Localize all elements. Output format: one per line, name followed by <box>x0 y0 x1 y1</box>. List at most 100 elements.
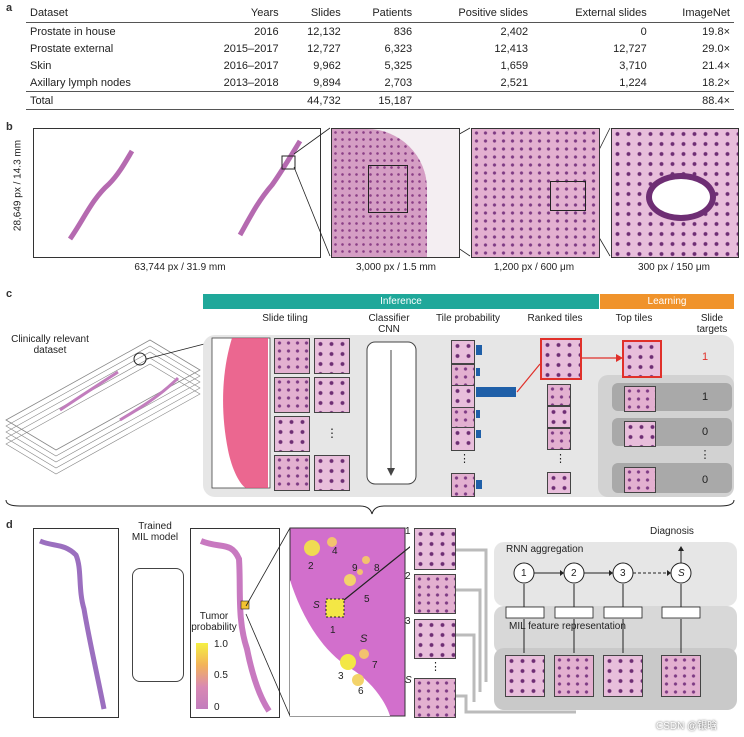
whole-slide-image <box>33 128 321 258</box>
rnn-node: 2 <box>571 568 577 579</box>
tile-rank: S <box>405 675 412 686</box>
ranked-top-tile <box>540 338 582 380</box>
map-number: 4 <box>332 546 338 557</box>
col-header: Dataset <box>26 4 189 23</box>
tile-rank: ⋮ <box>430 661 441 673</box>
table-cell: 15,187 <box>344 91 417 110</box>
table-cell: 9,962 <box>313 59 341 72</box>
table-cell: 0 <box>640 25 647 38</box>
table-cell: 12,132 <box>307 25 341 38</box>
table-cell: 2015–2017 <box>223 42 279 55</box>
col-header: Positive slides <box>416 4 533 23</box>
ranked-tile <box>414 528 456 570</box>
col-classifier: Classifier CNN <box>368 313 410 335</box>
table-cell: 1,224 <box>619 76 647 89</box>
caption-zoom-3: 300 px / 150 μm <box>638 262 710 273</box>
map-number: S <box>360 633 368 645</box>
slide-target-value: 1 <box>701 391 709 403</box>
zoom-box <box>368 165 408 213</box>
table-cell: 29.0× <box>702 42 730 55</box>
rnn-node: 1 <box>521 568 527 579</box>
tile-image <box>451 473 475 497</box>
mil-input-tile <box>603 655 643 697</box>
table-cell: 2016 <box>254 25 279 38</box>
tile-image <box>274 377 310 413</box>
gland-structure <box>646 173 716 221</box>
mil-model-icon <box>132 568 184 682</box>
table-cell: 18.2× <box>702 76 730 89</box>
table-cell: 88.4× <box>650 91 734 110</box>
zoom-box <box>550 181 586 211</box>
mil-input-tile <box>661 655 701 697</box>
watermark: CSDN @银晗 <box>656 721 718 732</box>
caption-zoom-2: 1,200 px / 600 μm <box>493 262 575 273</box>
tile-image <box>547 384 571 406</box>
tile-image <box>547 472 571 494</box>
table-cell: Prostate external <box>30 42 114 55</box>
col-header: Patients <box>344 4 417 23</box>
table-cell <box>188 91 283 110</box>
ranked-tile <box>414 574 456 614</box>
tissue-region <box>332 129 427 257</box>
diagnosis-label: Diagnosis <box>650 526 694 537</box>
table-cell: 2,703 <box>384 76 413 89</box>
input-slide <box>33 528 119 718</box>
table-cell: 44,732 <box>282 91 345 110</box>
panel-label-b: b <box>6 121 13 133</box>
col-top-tiles: Top tiles <box>615 313 653 324</box>
table-cell: 2016–2017 <box>223 59 279 72</box>
table-cell <box>416 91 533 110</box>
tile-image <box>274 338 310 374</box>
col-header: ImageNet <box>650 4 734 23</box>
table-cell: 12,727 <box>613 42 647 55</box>
map-number: 8 <box>374 563 380 574</box>
table-cell: Prostate in house <box>30 25 116 38</box>
rnn-aggregation-label: RNN aggregation <box>506 544 584 555</box>
tile-rank: 1 <box>405 526 411 537</box>
table-cell: 2013–2018 <box>223 76 279 89</box>
input-slide-tissue <box>39 538 107 710</box>
ellipsis: ⋮ <box>326 426 338 440</box>
slide-stack <box>5 339 213 475</box>
slide-target-value: 0 <box>701 474 709 486</box>
dataset-label: Clinically relevant dataset <box>11 334 89 356</box>
tile-image <box>314 377 350 413</box>
map-number: 2 <box>308 561 314 572</box>
map-number: 5 <box>364 594 370 605</box>
slide-target-value: 1 <box>701 351 709 363</box>
col-slide-targets: Slide targets <box>696 313 728 335</box>
caption-zoom-1: 3,000 px / 1.5 mm <box>355 262 437 273</box>
table-cell: 3,710 <box>619 59 647 72</box>
table-cell: 836 <box>393 25 413 38</box>
table-cell: 6,323 <box>384 42 413 55</box>
top-tile <box>624 386 656 412</box>
table-cell: 1,659 <box>500 59 529 72</box>
learning-label: Learning <box>647 296 687 307</box>
caption-whole-slide: 63,744 px / 31.9 mm <box>134 262 226 273</box>
ellipsis: ⋮ <box>555 453 566 465</box>
tumor-probability-label: Tumor probability <box>191 611 237 633</box>
table-cell: 21.4× <box>702 59 730 72</box>
panel-label-c: c <box>6 288 13 300</box>
tile-rank: 3 <box>405 616 411 627</box>
tile-image <box>314 455 350 491</box>
tile-image <box>547 428 571 450</box>
map-number: 9 <box>352 563 358 574</box>
mil-feature-label: MIL feature representation <box>509 621 626 632</box>
tile-image <box>451 340 475 364</box>
rnn-node: 3 <box>620 568 626 579</box>
tile-image <box>451 385 475 409</box>
table-cell <box>532 91 651 110</box>
map-number: 3 <box>338 671 344 682</box>
table-cell: Total <box>26 91 189 110</box>
scale-tick: 0.5 <box>214 670 228 681</box>
panel-label-d: d <box>6 519 13 531</box>
zoom-image-2 <box>471 128 600 258</box>
zoom-image-3 <box>611 128 739 258</box>
table-cell: Skin <box>30 59 52 72</box>
slide-target-value: 0 <box>701 426 709 438</box>
tile-image <box>451 427 475 451</box>
probability-map-tissue <box>199 538 272 713</box>
map-number: 1 <box>330 625 336 636</box>
